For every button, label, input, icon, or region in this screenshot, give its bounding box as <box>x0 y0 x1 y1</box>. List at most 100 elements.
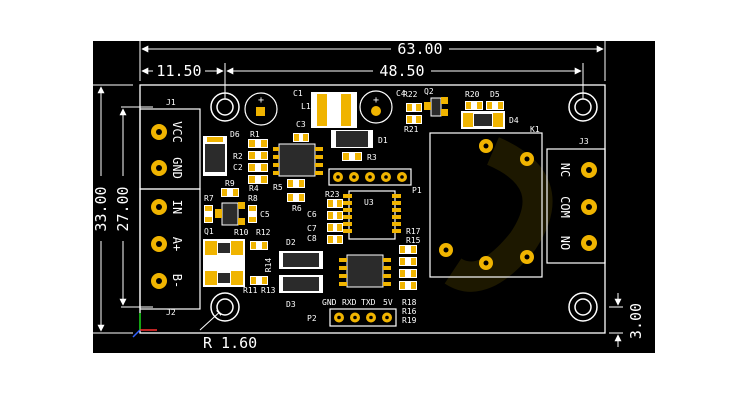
inner-height-dimension-label: 27.00 <box>114 186 132 231</box>
p2-pin-rxd-label: RXD <box>342 298 357 307</box>
j2-pin-a-label: A+ <box>170 237 184 251</box>
d1-label: D1 <box>378 136 388 145</box>
c3-label: C3 <box>296 120 306 129</box>
c8-label: C8 <box>307 234 317 243</box>
pcb-layout-diagram: 63.00 11.50 48.50 33.00 27.00 3.00 R 1.6… <box>93 41 655 353</box>
height-dimension-label: 33.00 <box>93 186 110 231</box>
r13-label: R13 <box>261 286 276 295</box>
diode-d3 <box>279 275 323 293</box>
k1-label: K1 <box>530 125 540 134</box>
c2-label: C2 <box>233 163 243 172</box>
capacitor-c3 <box>293 133 309 142</box>
p2-pin-txd-label: TXD <box>361 298 376 307</box>
j2-pin-b-label: B- <box>170 274 184 288</box>
r19-label: R19 <box>402 316 417 325</box>
diode-d1 <box>331 130 373 148</box>
diode-d2 <box>279 251 323 269</box>
width-dimension-label: 63.00 <box>397 41 442 58</box>
r16-label: R16 <box>402 307 417 316</box>
d6-label: D6 <box>230 130 240 139</box>
r15-label: R15 <box>406 236 421 245</box>
axis-marker <box>132 313 157 338</box>
left-offset-dimension-label: 11.50 <box>156 62 201 80</box>
r22-label: R22 <box>403 90 418 99</box>
j3-label: J3 <box>579 137 589 146</box>
header-p1 <box>328 168 412 186</box>
r20-label: R20 <box>465 90 480 99</box>
r12-label: R12 <box>256 228 271 237</box>
component-left-large <box>203 239 245 287</box>
radius-dimension-label: R 1.60 <box>203 334 257 352</box>
l1-label: L1 <box>301 102 311 111</box>
j1-pin-gnd-label: GND <box>170 157 184 179</box>
r21-label: R21 <box>404 125 419 134</box>
d2-label: D2 <box>286 238 296 247</box>
r11-label: R11 <box>243 286 258 295</box>
p2-pin-5v-label: 5V <box>383 298 393 307</box>
r18-label: R18 <box>402 298 417 307</box>
c1-label: C1 <box>293 89 303 98</box>
q2-label: Q2 <box>424 87 434 96</box>
mounting-hole-bottom-left <box>210 292 240 322</box>
r4-label: R4 <box>249 184 259 193</box>
c7-label: C7 <box>307 224 317 233</box>
ic-u2 <box>339 254 391 288</box>
resistor-r14-group <box>250 241 268 285</box>
d4-label: D4 <box>509 116 519 125</box>
c6-label: C6 <box>307 210 317 219</box>
r7-label: R7 <box>204 194 214 203</box>
r2-label: R2 <box>233 152 243 161</box>
r9-label: R9 <box>225 179 235 188</box>
relay-shadow <box>444 137 553 292</box>
transistor-q2 <box>424 97 448 117</box>
j1-pin-vcc-label: VCC <box>170 121 184 143</box>
ic-u1 <box>273 143 323 177</box>
q1-label: Q1 <box>204 227 214 236</box>
ic-u3 <box>343 190 401 240</box>
c5-label: C5 <box>260 210 270 219</box>
d3-label: D3 <box>286 300 296 309</box>
resistor-r7 <box>204 205 213 223</box>
resistor-r22 <box>406 103 422 112</box>
mounting-hole-top-left <box>210 92 240 122</box>
resistor-r20 <box>465 101 483 110</box>
relay-k1 <box>429 132 543 278</box>
r3-label: R3 <box>367 153 377 162</box>
p2-label: P2 <box>307 314 317 323</box>
terminal-block-left <box>121 106 201 310</box>
board-background <box>93 41 655 353</box>
resistor-r3 <box>342 152 362 161</box>
r23-label: R23 <box>325 190 340 199</box>
r17-label: R17 <box>406 227 421 236</box>
corner-offset-dimension-label: 3.00 <box>627 303 645 339</box>
header-p2 <box>329 308 397 327</box>
j3-pin-nc-label: NC <box>558 163 572 177</box>
r10-label: R10 <box>234 228 249 237</box>
capacitor-c4: + <box>359 90 393 124</box>
resistor-r5-group <box>287 179 305 202</box>
j1-label: J1 <box>166 98 176 107</box>
j3-pin-com-label: COM <box>558 196 572 218</box>
capacitor-c1: + <box>244 92 278 126</box>
resistor-r8-c5 <box>248 205 257 223</box>
transistor-q1 <box>215 202 245 226</box>
resistor-r9 <box>221 188 239 197</box>
resistor-column-right <box>399 245 417 290</box>
inductor-l1 <box>311 92 357 128</box>
p2-pin-gnd-label: GND <box>322 298 337 307</box>
mounting-hole-top-right <box>568 92 598 122</box>
resistor-column-left <box>248 139 268 184</box>
r8-label: R8 <box>248 194 258 203</box>
led-d5 <box>486 101 504 110</box>
p1-label: P1 <box>412 186 422 195</box>
j2-pin-in-label: IN <box>170 200 184 214</box>
j2-label: J2 <box>166 308 176 317</box>
c4-label: C4 <box>396 89 406 98</box>
resistor-r21 <box>406 115 422 124</box>
r14-label: R14 <box>264 258 273 273</box>
r6-label: R6 <box>292 204 302 213</box>
mounting-hole-bottom-right <box>568 292 598 322</box>
diode-d6 <box>203 136 227 176</box>
r1-label: R1 <box>250 130 260 139</box>
u3-label: U3 <box>364 198 374 207</box>
